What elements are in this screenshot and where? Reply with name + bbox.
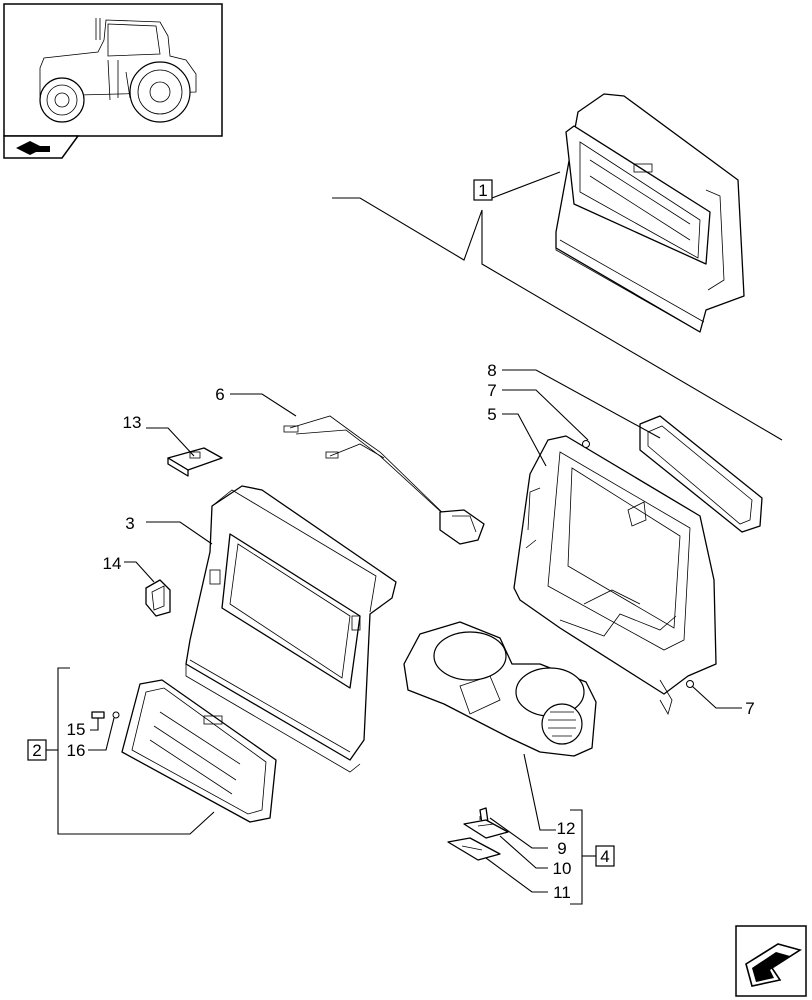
tractor-thumbnail-icon <box>3 3 223 137</box>
callout-7-top: 7 <box>487 381 496 400</box>
callout-2: 2 <box>32 741 41 760</box>
callout-7-bottom: 7 <box>745 699 754 718</box>
callout-8: 8 <box>487 361 496 380</box>
part-2-cover-panel <box>121 679 277 823</box>
part-5-main-housing <box>513 435 717 716</box>
callout-15: 15 <box>67 720 86 739</box>
part-8-gasket <box>639 415 763 533</box>
callout-box-4 <box>595 845 615 867</box>
part-3-panel-housing <box>185 485 397 773</box>
callout-14: 14 <box>103 554 122 573</box>
part-16-washer <box>112 711 120 719</box>
part-6-harness <box>283 415 485 545</box>
part-13-clip <box>167 447 223 477</box>
callout-3: 3 <box>125 514 134 533</box>
callout-box-1 <box>473 179 493 201</box>
callout-9: 9 <box>557 839 566 858</box>
part-12-blower <box>403 621 597 757</box>
part-15-screw <box>91 711 105 719</box>
part-1-housing <box>555 93 745 333</box>
next-page-arrow-icon[interactable] <box>735 925 807 997</box>
part-11-bracket <box>447 837 501 861</box>
callout-10: 10 <box>553 859 572 878</box>
callout-5: 5 <box>487 405 496 424</box>
callout-13: 13 <box>123 413 142 432</box>
callout-11: 11 <box>553 883 571 902</box>
callout-1: 1 <box>478 181 487 200</box>
callout-16: 16 <box>67 741 86 760</box>
callout-box-2 <box>27 739 47 761</box>
callout-12: 12 <box>557 819 576 838</box>
callout-6: 6 <box>215 385 224 404</box>
tab-arrow-icon[interactable] <box>3 135 80 159</box>
part-10-bracket <box>463 816 509 839</box>
callout-4: 4 <box>600 847 609 866</box>
part-14-clip <box>145 579 171 617</box>
